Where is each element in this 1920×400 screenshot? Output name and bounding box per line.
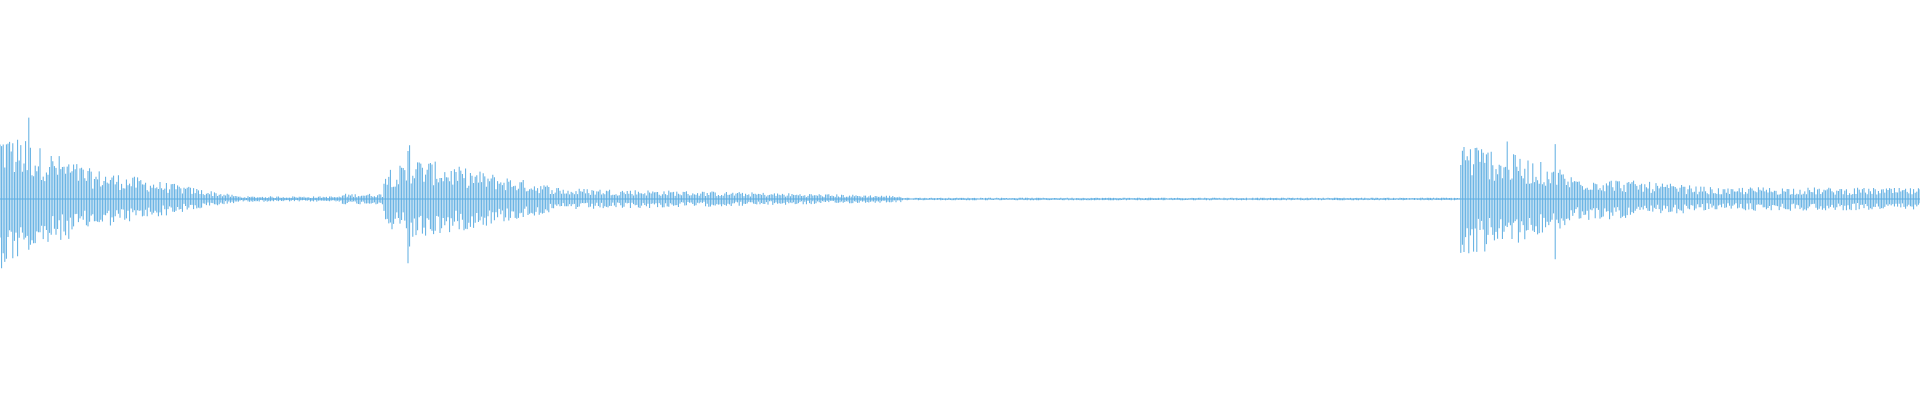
waveform-bars xyxy=(0,117,1920,269)
waveform-path xyxy=(0,117,1920,269)
